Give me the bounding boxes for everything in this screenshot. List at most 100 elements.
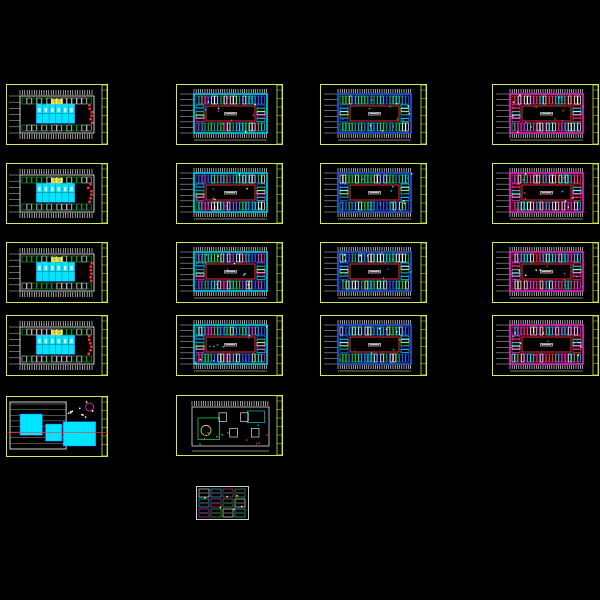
ring-room <box>230 174 234 184</box>
room-label-block <box>368 190 381 195</box>
ring-room <box>339 353 343 363</box>
ring-room <box>255 122 259 132</box>
ring-room <box>211 201 215 211</box>
perimeter-room <box>61 355 67 363</box>
ring-room <box>517 174 522 184</box>
ring-room <box>342 95 347 105</box>
annotation-mark <box>369 178 372 180</box>
ring-room <box>256 197 266 201</box>
ring-room <box>256 190 266 194</box>
ring-room <box>549 253 553 263</box>
ring-room <box>255 201 259 211</box>
annotation-mark <box>403 200 405 202</box>
perimeter-room <box>56 355 62 363</box>
ring-room <box>258 253 262 263</box>
drawing-sheet-c4r2 <box>492 163 599 224</box>
ring-room <box>258 326 262 336</box>
ring-room <box>227 122 231 132</box>
column-marker <box>89 269 93 272</box>
perimeter-room <box>76 124 82 132</box>
perimeter-room <box>71 355 77 363</box>
perimeter-room <box>71 203 77 211</box>
ring-room <box>245 353 250 363</box>
annotation-mark <box>250 290 252 292</box>
ring-room <box>208 95 212 105</box>
ring-room <box>552 280 556 290</box>
annotation-mark <box>564 272 566 275</box>
ring-room <box>377 122 381 132</box>
ring-room <box>233 174 237 184</box>
annotation-mark <box>525 121 527 124</box>
ring-room <box>236 326 240 336</box>
annotation-mark <box>216 344 219 346</box>
room-label-block <box>44 107 48 113</box>
ring-room <box>536 253 540 263</box>
ring-room <box>511 266 521 270</box>
ring-room <box>201 174 206 184</box>
ring-room <box>258 280 262 290</box>
ring-room <box>564 122 569 132</box>
annotation-mark <box>395 327 397 329</box>
perimeter-room <box>36 355 42 363</box>
annotation-mark <box>344 273 347 276</box>
annotation-mark <box>259 201 262 204</box>
annotation-mark <box>580 346 582 348</box>
drawing-sheet-c2r5 <box>176 395 283 456</box>
ring-room <box>195 118 205 122</box>
ring-room <box>252 353 256 363</box>
perimeter-room <box>36 124 42 132</box>
ring-room <box>380 122 384 132</box>
perimeter-room <box>26 124 32 132</box>
ring-room <box>208 280 212 290</box>
ring-room <box>255 280 259 290</box>
ring-room <box>345 174 350 184</box>
building-outline <box>19 326 95 365</box>
ring-room <box>255 326 259 336</box>
cyan-room-block <box>19 413 43 436</box>
drawing-sheet-c3r2 <box>320 163 427 224</box>
annotation-mark <box>254 355 256 358</box>
perimeter-room <box>26 97 32 105</box>
detail-cell <box>210 498 222 508</box>
ring-room <box>521 95 525 105</box>
ring-room <box>546 326 550 336</box>
title-block <box>592 163 599 224</box>
title-block <box>276 315 283 376</box>
ring-room <box>524 253 528 263</box>
annotation-mark <box>523 192 526 194</box>
annotation-mark <box>204 109 207 111</box>
annotation-mark <box>535 106 537 108</box>
annotation-mark <box>344 259 347 262</box>
ring-room <box>230 253 234 263</box>
building-outline <box>193 172 268 213</box>
ring-room <box>400 118 410 122</box>
ring-room <box>248 122 253 132</box>
ring-room <box>256 345 266 350</box>
ring-room <box>386 280 390 290</box>
ring-room <box>223 280 228 290</box>
annotation-mark <box>207 101 209 103</box>
ring-room <box>549 353 553 363</box>
ring-room <box>361 122 365 132</box>
ring-room <box>511 335 521 340</box>
ring-room <box>577 122 581 132</box>
annotation-mark <box>577 354 580 357</box>
ring-room <box>208 174 212 184</box>
ring-room <box>230 95 234 105</box>
annotation-mark <box>379 203 381 205</box>
ring-room <box>555 95 559 105</box>
drawing-sheet-c1r2 <box>6 163 108 224</box>
ring-room <box>242 280 246 290</box>
annotation-mark <box>362 178 364 181</box>
annotation-mark <box>217 107 220 110</box>
ring-room <box>386 174 390 184</box>
ring-room <box>380 280 384 290</box>
perimeter-room <box>46 328 52 336</box>
annotation-mark <box>248 334 251 337</box>
annotation-mark <box>213 206 216 208</box>
ring-room <box>374 253 378 263</box>
annotation-mark <box>398 338 401 341</box>
annotation-mark <box>353 350 356 353</box>
ring-room <box>396 253 400 263</box>
sheet-graphic <box>196 486 249 520</box>
